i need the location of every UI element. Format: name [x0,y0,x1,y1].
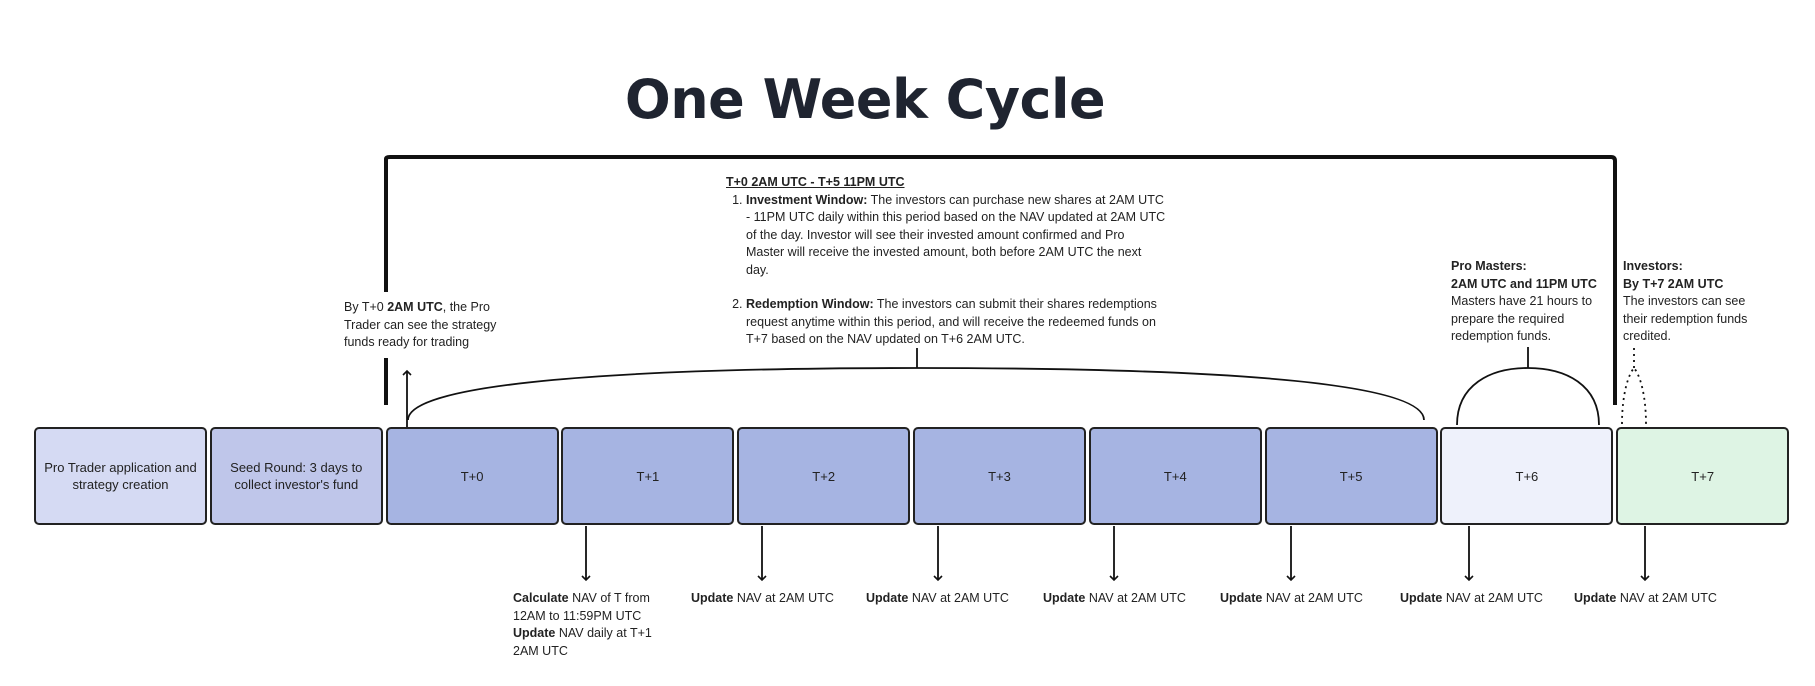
investors-note: Investors: By T+7 2AM UTC The investors … [1623,259,1748,343]
t6-arc [1456,367,1600,426]
update-nav-note: Update NAV at 2AM UTC [1400,591,1543,605]
update-nav-note: Update NAV at 2AM UTC [1220,591,1363,605]
update-nav-note: Update NAV at 2AM UTC [1043,591,1186,605]
calculate-nav-note: Calculate NAV of T from 12AM to 11:59PM … [513,591,652,658]
window-arc [407,367,1425,421]
diagram-title: One Week Cycle [624,68,1106,131]
period-note: T+0 2AM UTC - T+5 11PM UTC Investment Wi… [726,174,1166,349]
update-nav-note: Update NAV at 2AM UTC [1574,591,1717,605]
day-box-t-plus-5: T+5 [1264,427,1438,525]
update-nav-note: Update NAV at 2AM UTC [866,591,1009,605]
day-box-t-plus-1: T+1 [561,427,735,525]
ready-note: By T+0 2AM UTC, the Pro Trader can see t… [344,300,497,349]
day-box-t-plus-2: T+2 [737,427,911,525]
pro-masters-note: Pro Masters: 2AM UTC and 11PM UTC Master… [1451,259,1597,343]
day-box-t-plus-7: T+7 [1616,427,1790,525]
day-box-t-plus-0: T+0 [385,427,559,525]
day-box-t-plus-3: T+3 [913,427,1086,525]
nav-down-arrows [581,526,1650,582]
period-heading: T+0 2AM UTC - T+5 11PM UTC [726,175,905,189]
update-nav-note: Update NAV at 2AM UTC [691,591,834,605]
stage-box-application: Pro Trader application and strategy crea… [34,427,207,525]
week-bracket [384,155,1617,405]
t7-dotted-arc [1621,366,1647,425]
day-box-t-plus-6: T+6 [1440,427,1614,525]
redemption-window-item: Redemption Window: The investors can sub… [746,296,1166,349]
day-box-t-plus-4: T+4 [1088,427,1262,525]
investment-window-item: Investment Window: The investors can pur… [746,192,1166,280]
stage-box-seed-round: Seed Round: 3 days to collect investor's… [209,427,383,525]
